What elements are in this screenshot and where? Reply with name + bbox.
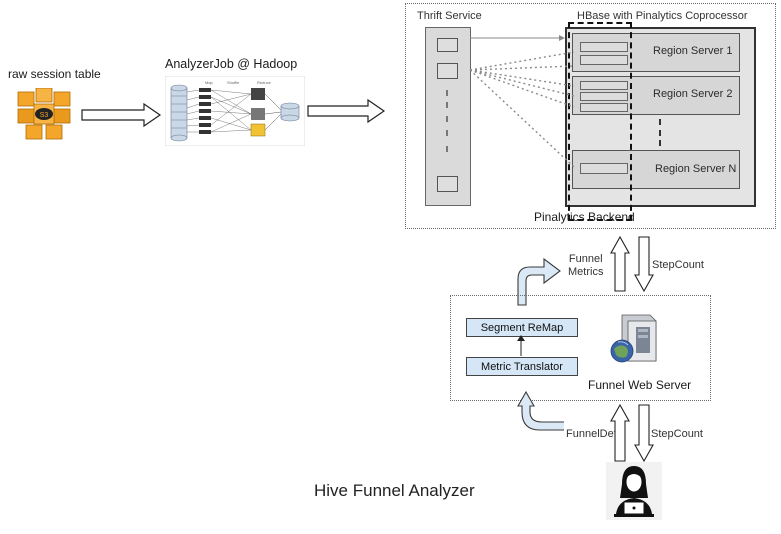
funnel-web-server-label: Funnel Web Server [588,378,692,392]
arrow-down-to-user [634,404,654,463]
stepcount-bottom-label: StepCount [651,428,703,440]
region-slot [580,55,628,65]
thumb-label-reduce: Reduce [257,80,272,85]
region-slot [580,81,628,90]
hbase-title-label: HBase with Pinalytics Coprocessor [577,10,748,22]
thrift-service-label: Thrift Service [417,10,482,22]
metric-translator-box: Metric Translator [466,357,578,376]
stepcount-top-label: StepCount [652,259,704,271]
diagram-caption: Hive Funnel Analyzer [314,481,475,500]
region-server-n-label: Region Server N [655,163,737,175]
region-slot [580,92,628,101]
region-server-1 [572,33,740,72]
funnel-metrics-curved-arrow [517,257,561,306]
arrow-hadoop-to-backend [307,99,386,123]
s3-bucket-icon: S3 [17,88,71,140]
coprocessor-highlight [568,22,632,221]
arrow-up-to-backend [610,235,630,292]
arrow-down-from-backend [634,236,654,293]
thrift-ellipsis [446,90,448,152]
funnel-web-server-box [450,295,711,401]
thrift-slot [437,176,458,192]
region-slot [580,163,628,174]
funnel-metrics-label: Funnel Metrics [568,253,604,278]
region-server-1-label: Region Server 1 [653,45,733,57]
web-server-icon [610,314,657,363]
hadoop-mapreduce-thumbnail: Map Shuffle Reduce [165,76,305,146]
arrow-s3-to-hadoop [81,103,162,127]
segment-remap-box: Segment ReMap [466,318,578,337]
user-laptop-icon [606,462,662,520]
region-slot [580,42,628,52]
analyzer-job-label: AnalyzerJob @ Hadoop [165,57,298,71]
region-ellipsis [659,119,661,146]
thumb-label-map: Map [205,80,214,85]
s3-logo-text: S3 [40,112,49,119]
thrift-slot [437,38,458,52]
thrift-slot [437,63,458,79]
pinalytics-backend-box [405,3,776,229]
arrow-up-to-webserver [610,403,630,462]
translator-to-remap-arrow [517,335,525,356]
raw-session-table-label: raw session table [8,67,101,81]
thumb-label-shuffle: Shuffle [227,80,240,85]
funneldef-curved-arrow [517,390,564,431]
thrift-connections [469,35,575,168]
region-slot [580,103,628,112]
region-server-2-label: Region Server 2 [653,88,733,100]
funneldef-label: FunnelDef [566,428,617,440]
pinalytics-backend-label: Pinalytics Backend [534,210,635,224]
